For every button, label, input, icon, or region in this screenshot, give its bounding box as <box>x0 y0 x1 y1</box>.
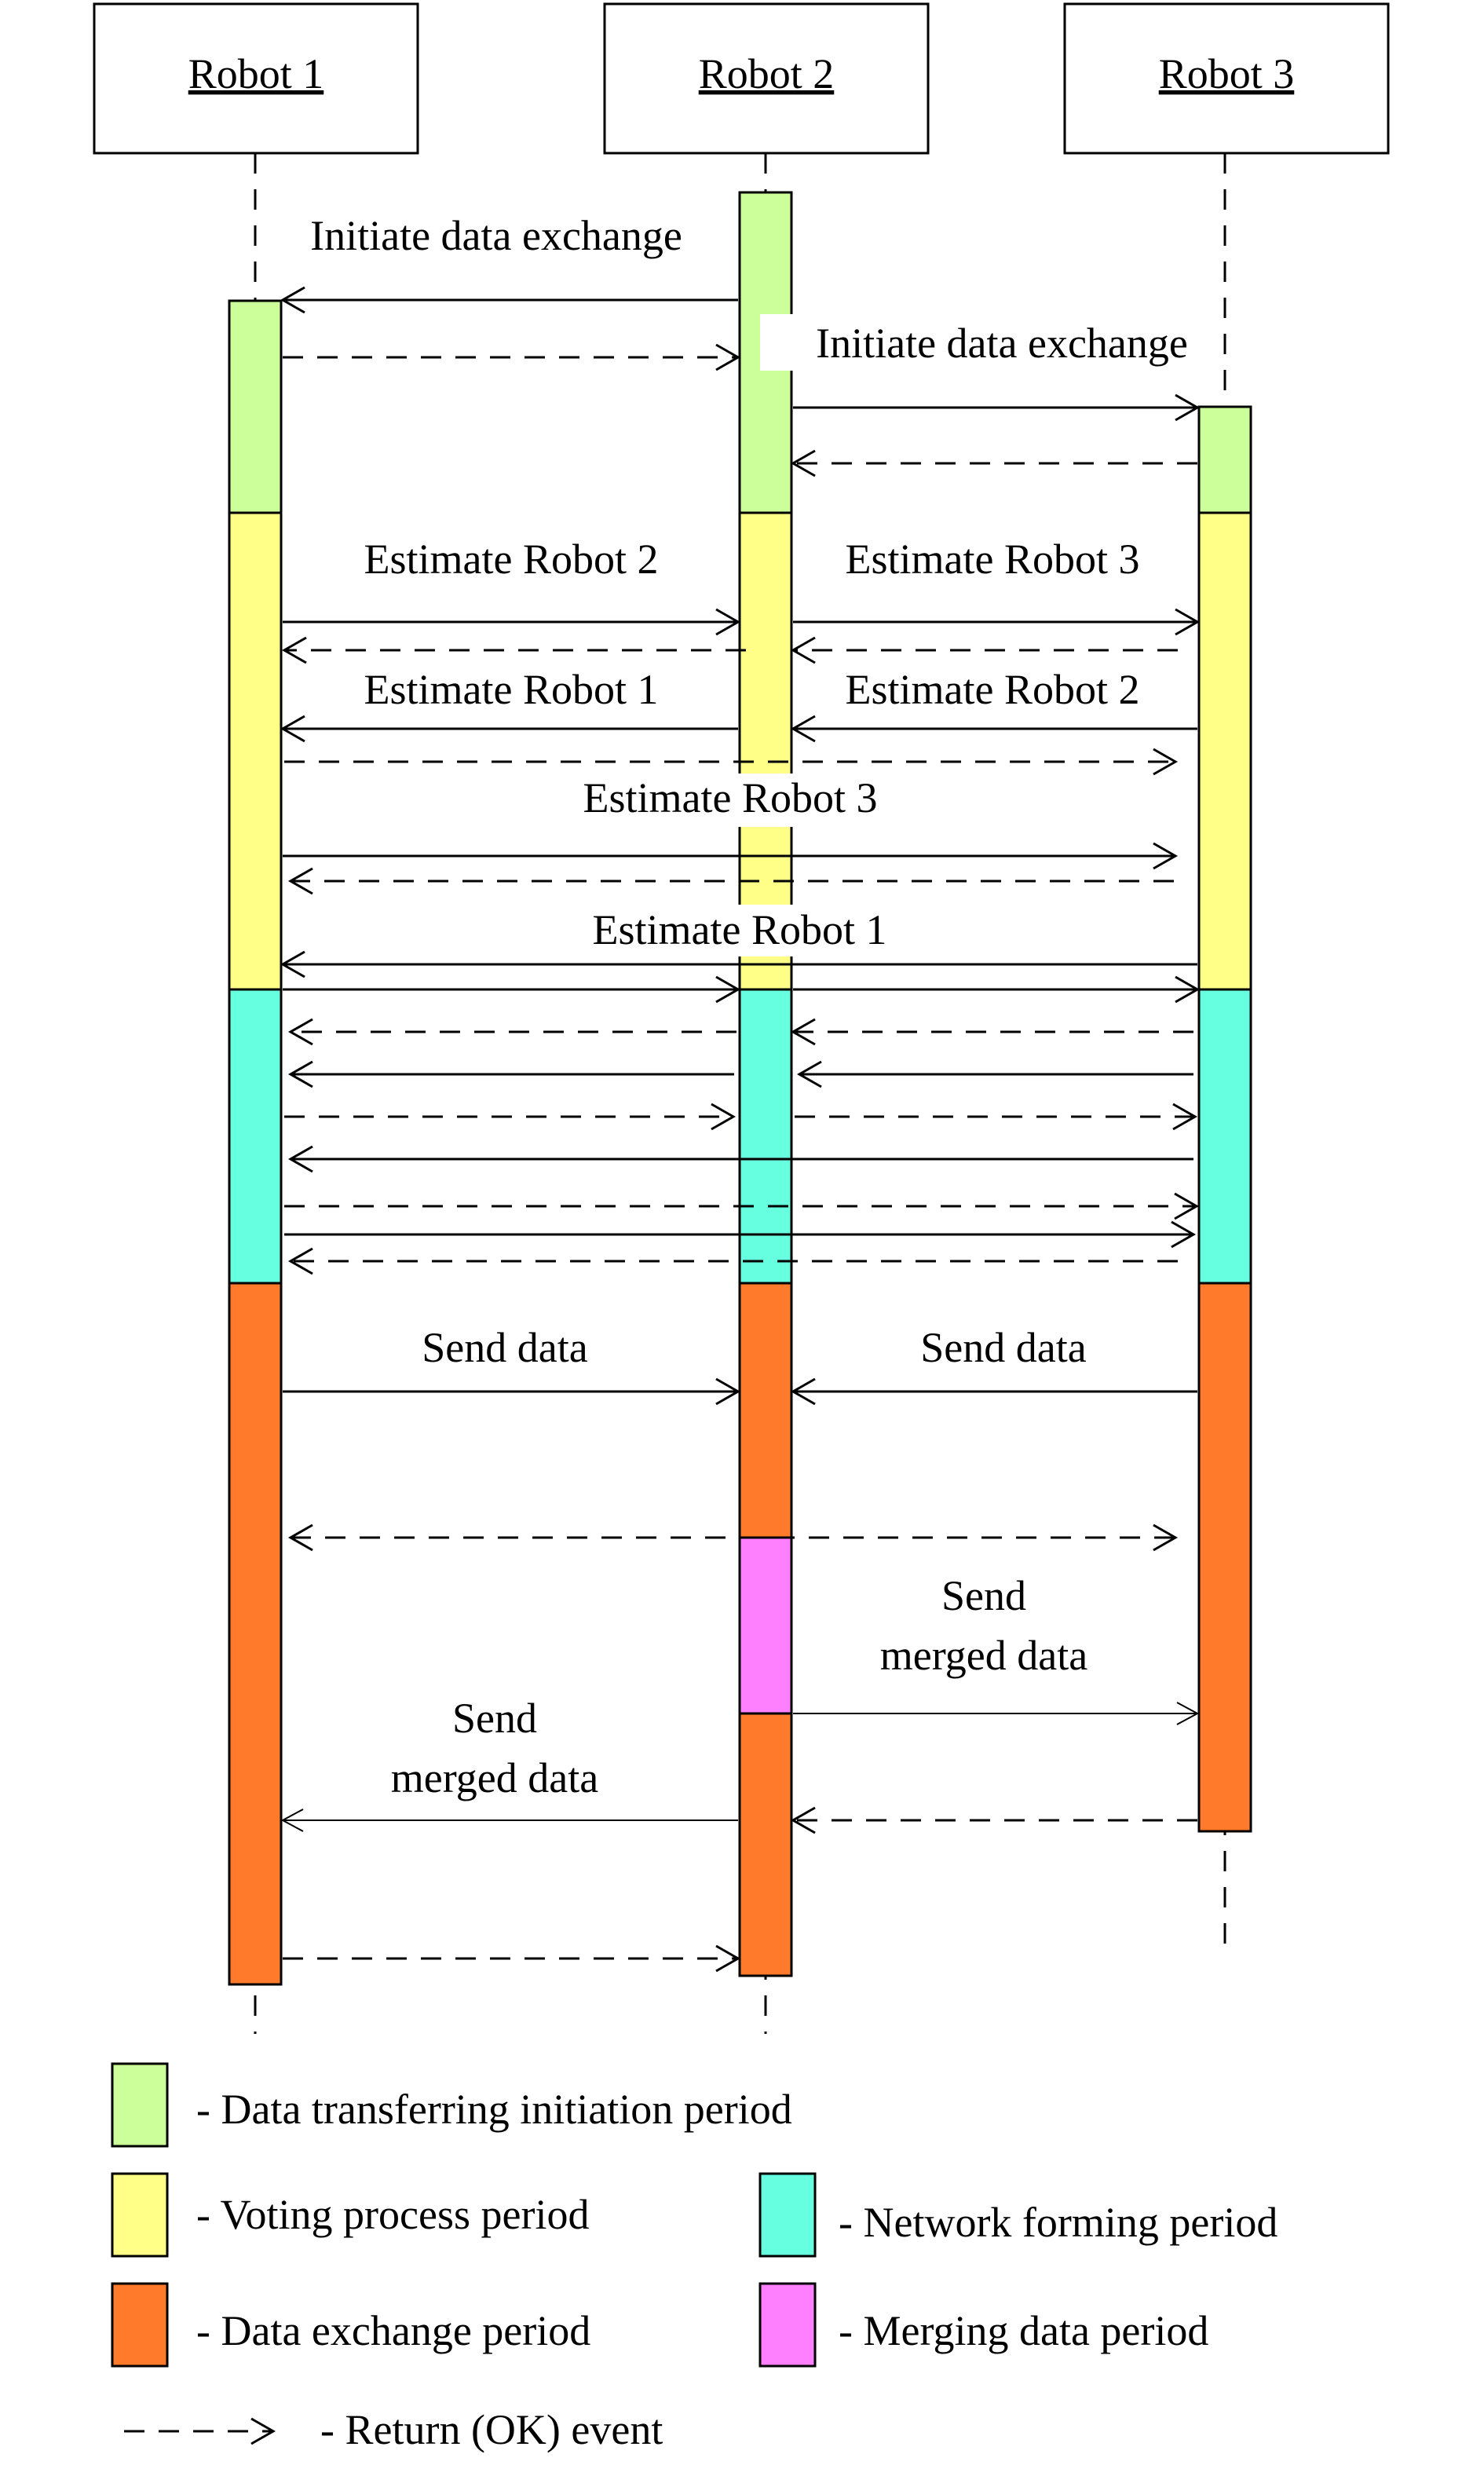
robot-2-label: Robot 2 <box>699 50 835 97</box>
legend-return-arrow <box>124 2417 276 2445</box>
label-estimate-robot-3-a: Estimate Robot 3 <box>846 536 1140 583</box>
robot-1-label: Robot 1 <box>188 50 324 97</box>
network-message-r2-r3 <box>793 975 1201 1004</box>
message-send-data-r1-r2 <box>283 1377 741 1406</box>
network-message-r1-r2 <box>283 975 741 1004</box>
robot-2-exchange-bar <box>738 1282 793 1539</box>
legend-label-exchange: - Data exchange period <box>196 2307 590 2354</box>
robot-1-header: Robot 1 <box>93 2 419 155</box>
legend-label-return: - Return (OK) event <box>320 2406 663 2453</box>
label-estimate-robot-2-a: Estimate Robot 2 <box>364 536 659 583</box>
label-initiate-data-exchange-2: Initiate data exchange <box>816 320 1188 367</box>
message-estimate-r1-r3 <box>283 842 1179 870</box>
return-r1-r3-estimate <box>284 748 1179 776</box>
message-initiate-r2-r1 <box>280 286 738 314</box>
message-estimate-r2-r1 <box>280 715 738 743</box>
message-send-data-r3-r2 <box>790 1377 1197 1406</box>
label-estimate-robot-2-b: Estimate Robot 2 <box>846 666 1140 713</box>
legend-label-initiation: - Data transferring initiation period <box>196 2086 792 2133</box>
label-estimate-robot-1-a: Estimate Robot 1 <box>364 666 659 713</box>
robot-3-network-bar <box>1197 988 1252 1285</box>
label-initiate-data-exchange-1: Initiate data exchange <box>310 212 682 259</box>
legend-label-network: - Network forming period <box>839 2199 1277 2246</box>
robot-2-exchange-bar-2 <box>738 1712 793 1977</box>
message-initiate-r2-r3 <box>793 393 1201 422</box>
message-estimate-r1-r2 <box>283 608 741 636</box>
message-send-merged-r2-r3 <box>793 1702 1200 1725</box>
network-message-r1-r3 <box>284 1220 1197 1249</box>
robot-1-exchange-bar <box>228 1282 283 1986</box>
robot-3-label: Robot 3 <box>1159 50 1295 97</box>
robot-2-merging-bar <box>738 1536 793 1715</box>
label-bg-estimate-robot-1-b <box>564 905 914 956</box>
label-send-merged-data-r3-line1: Send <box>941 1572 1026 1619</box>
message-send-merged-r2-r1 <box>280 1809 738 1832</box>
legend-swatch-initiation <box>111 2062 169 2148</box>
label-bg-estimate-robot-3-b <box>559 774 905 827</box>
label-estimate-robot-3-b: Estimate Robot 3 <box>583 774 878 821</box>
network-return-r1-r3 <box>284 1192 1200 1220</box>
return-r1-r2-initiate <box>283 343 741 371</box>
robot-3-exchange-bar <box>1197 1282 1252 1833</box>
legend-label-voting: - Voting process period <box>196 2191 589 2238</box>
return-r3-r1-estimate <box>287 867 1174 895</box>
return-r3-r2-initiate <box>790 449 1197 477</box>
message-estimate-r3-r1 <box>280 950 1197 978</box>
network-return-r2-r3 <box>795 1103 1198 1131</box>
legend-label-merging: - Merging data period <box>839 2307 1208 2354</box>
legend: - Data transferring initiation period - … <box>111 2062 1277 2453</box>
return-send-data-bidirectional <box>287 1523 1179 1552</box>
robot-3-voting-bar <box>1197 511 1252 991</box>
network-return-r2-r1 <box>287 1018 737 1046</box>
robot-1-voting-bar <box>228 511 283 991</box>
network-return-r3-r2 <box>790 1018 1193 1046</box>
label-send-data-1: Send data <box>422 1324 587 1371</box>
legend-swatch-merging <box>758 2282 817 2368</box>
return-r2-r1-estimate <box>281 636 746 664</box>
robot-3-initiation-bar <box>1197 405 1252 514</box>
label-send-merged-data-r1-line1: Send <box>452 1695 537 1742</box>
label-send-merged-data-r1-line2: merged data <box>391 1754 598 1801</box>
network-return-r3-r1 <box>287 1247 1178 1275</box>
label-send-data-2: Send data <box>920 1324 1086 1371</box>
robot-2-network-bar <box>738 988 793 1285</box>
network-message-r3-r2 <box>796 1060 1193 1088</box>
message-estimate-r2-r3 <box>793 608 1201 636</box>
robot-1-initiation-bar <box>228 299 283 514</box>
network-message-r2-r1 <box>287 1060 734 1088</box>
return-r3-r2-estimate <box>790 636 1178 664</box>
robot-2-header: Robot 2 <box>603 2 930 155</box>
label-bg-initiate-2 <box>760 314 1222 371</box>
network-return-r1-r2 <box>284 1103 737 1131</box>
legend-swatch-voting <box>111 2172 169 2258</box>
label-estimate-robot-1-b: Estimate Robot 1 <box>593 906 887 953</box>
message-estimate-r3-r2 <box>790 715 1197 743</box>
network-message-r3-r1 <box>287 1145 1193 1173</box>
robot-1-network-bar <box>228 988 283 1285</box>
robot-3-header: Robot 3 <box>1063 2 1390 155</box>
return-r1-r2-merged <box>283 1944 741 1973</box>
return-r3-r2-merged <box>790 1806 1197 1834</box>
legend-swatch-network <box>758 2172 817 2258</box>
label-send-merged-data-r3-line2: merged data <box>880 1632 1087 1679</box>
legend-swatch-exchange <box>111 2282 169 2368</box>
